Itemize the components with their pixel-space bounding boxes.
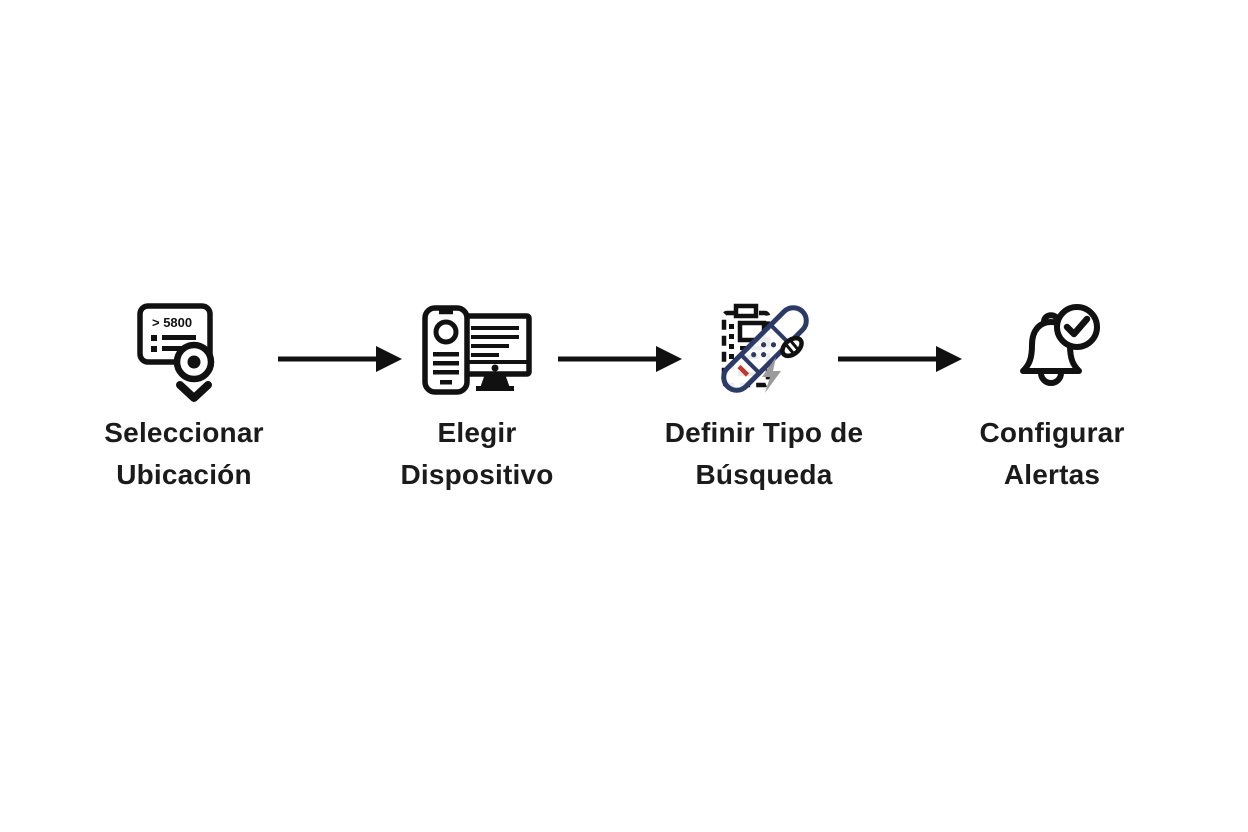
- step-elegir-dispositivo: Elegir Dispositivo: [337, 296, 617, 496]
- step-seleccionar-ubicacion: > 5800 Seleccionar Ubicación: [44, 296, 324, 496]
- step-label-line2: Dispositivo: [400, 459, 554, 490]
- step-label-line1: Definir Tipo de: [664, 417, 864, 448]
- step-label: Configurar Alertas: [912, 412, 1192, 496]
- step-label: Seleccionar Ubicación: [44, 412, 324, 496]
- phone-monitor-icon: [337, 296, 617, 404]
- step-label-line1: Elegir: [437, 417, 517, 448]
- step-definir-tipo-busqueda: Definir Tipo de Búsqueda: [624, 296, 904, 496]
- arrow-right-icon: [558, 345, 682, 373]
- step-label: Definir Tipo de Búsqueda: [624, 412, 904, 496]
- step-configurar-alertas: Configurar Alertas: [912, 296, 1192, 496]
- step-label-line2: Alertas: [1003, 459, 1101, 490]
- card-code-text: > 5800: [152, 315, 192, 330]
- bell-check-icon: [912, 296, 1192, 404]
- step-label-line2: Búsqueda: [695, 459, 833, 490]
- checklist-scanner-icon: [624, 296, 904, 404]
- step-label-line1: Seleccionar: [104, 417, 264, 448]
- step-label-line2: Ubicación: [116, 459, 252, 490]
- step-label: Elegir Dispositivo: [337, 412, 617, 496]
- arrow-right-icon: [838, 345, 962, 373]
- location-card-icon: > 5800: [44, 296, 324, 404]
- arrow-right-icon: [278, 345, 402, 373]
- step-label-line1: Configurar: [979, 417, 1125, 448]
